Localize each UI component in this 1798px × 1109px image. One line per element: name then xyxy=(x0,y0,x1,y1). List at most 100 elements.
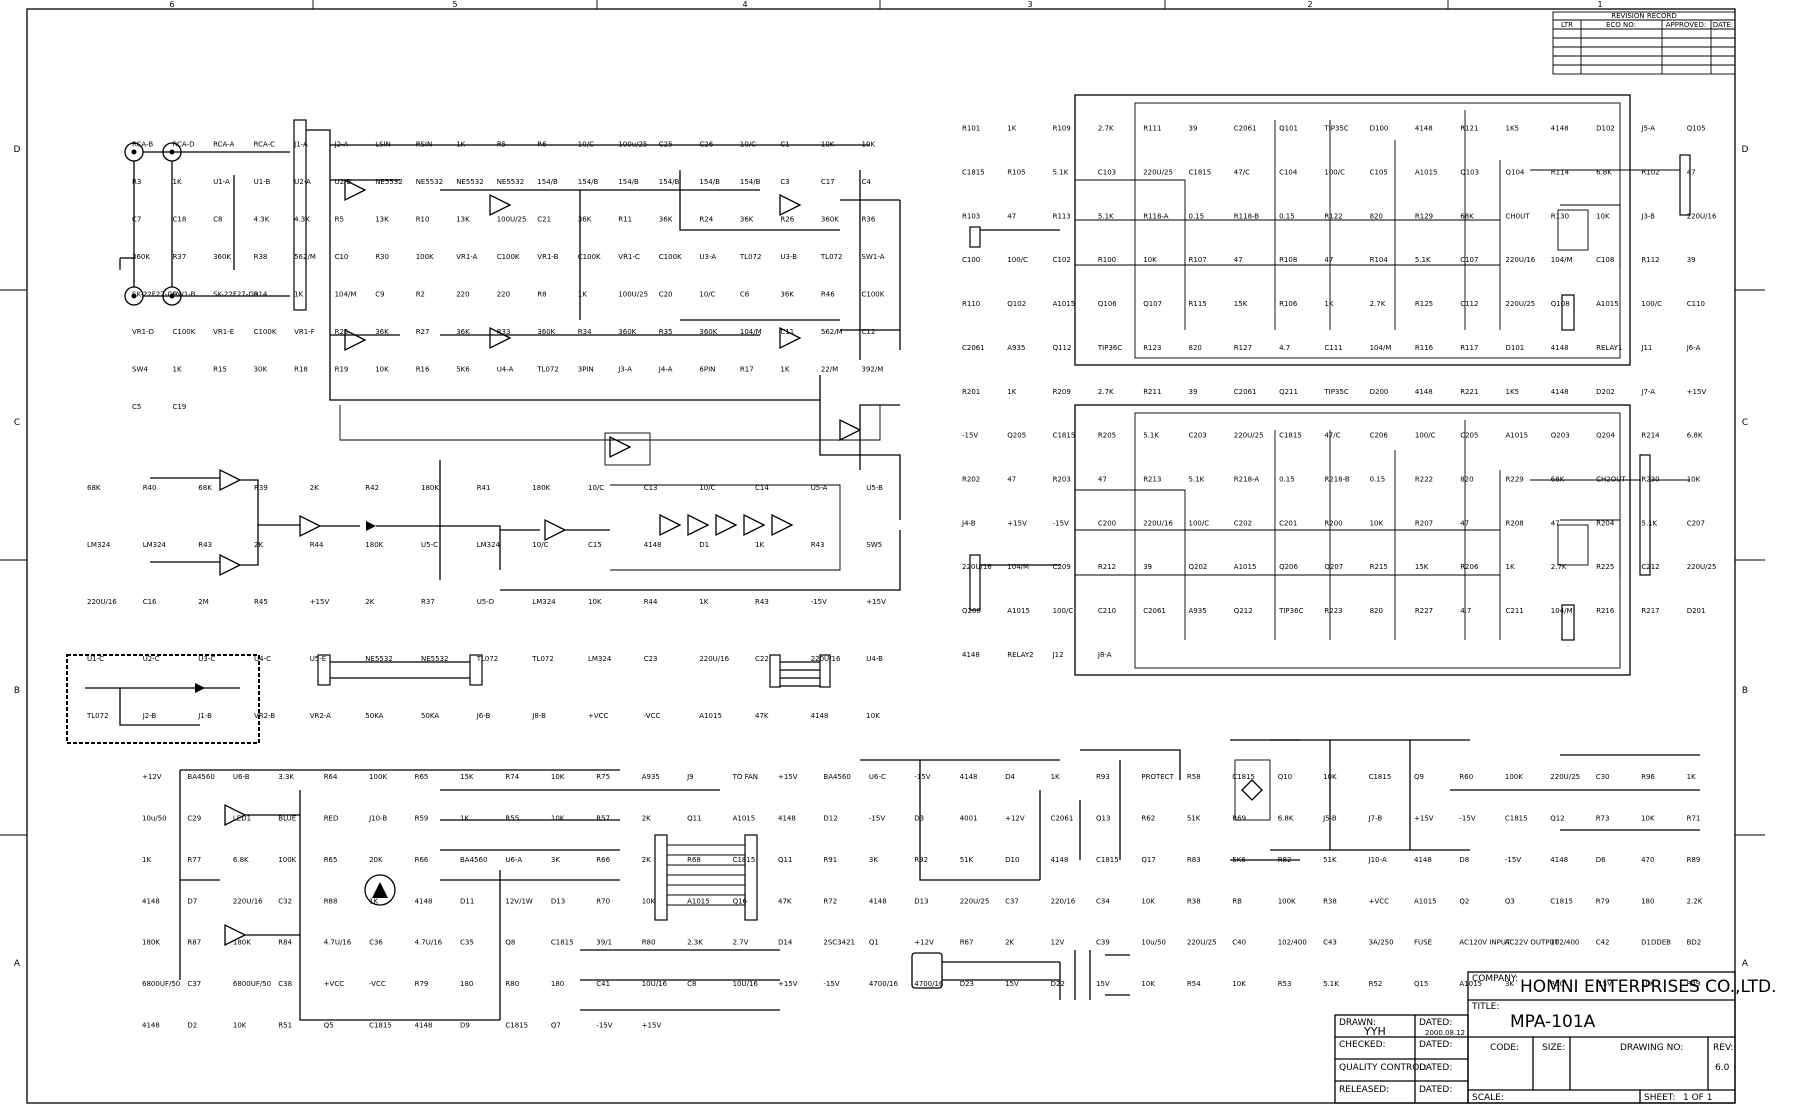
component-label: Q5 xyxy=(324,1022,334,1030)
component-label: R24 xyxy=(699,215,713,223)
component-label: 47 xyxy=(1098,476,1107,484)
component-label: 220U/25 xyxy=(1234,432,1264,440)
component-label: TIP35C xyxy=(1323,388,1348,396)
component-label: +15V xyxy=(310,598,330,606)
component-label: C3 xyxy=(780,178,789,186)
dated-value: 2000.08.12 xyxy=(1425,1029,1465,1037)
component-label: 0.15 xyxy=(1279,476,1295,484)
component-label: J3-B xyxy=(1640,212,1655,220)
component-label: C36 xyxy=(369,939,383,947)
component-label: C1815 xyxy=(1053,432,1076,440)
component-label: 47K xyxy=(778,897,792,905)
component-label: A1015 xyxy=(1234,563,1257,571)
component-label: R214 xyxy=(1641,432,1660,440)
component-label: C200 xyxy=(1098,519,1116,527)
component-label: 2.3K xyxy=(687,939,703,947)
component-label: 100/C xyxy=(1324,169,1345,177)
component-label: 4148 xyxy=(869,897,887,905)
component-label: Q108 xyxy=(1551,300,1570,308)
component-label: R216 xyxy=(1596,607,1615,615)
component-label: R113 xyxy=(1053,212,1071,220)
component-label: R33 xyxy=(497,328,511,336)
component-label: 820 xyxy=(1460,476,1473,484)
component-label: 100/C xyxy=(1641,300,1662,308)
component-label: 220U/25 xyxy=(1187,939,1217,947)
component-label: 154/B xyxy=(740,178,761,186)
zone-column-2: 2 xyxy=(1307,0,1312,9)
component-label: D6 xyxy=(1596,856,1606,864)
component-label: 1K xyxy=(780,365,789,373)
component-label: Q7 xyxy=(551,1022,561,1030)
component-label: R74 xyxy=(505,773,519,781)
component-label: R54 xyxy=(1187,980,1201,988)
component-label: Q2 xyxy=(1459,897,1469,905)
component-label: 4148 xyxy=(142,897,160,905)
component-label: 10U/16 xyxy=(642,980,668,988)
component-label: 2.7V xyxy=(733,939,749,947)
component-label: C2061 xyxy=(1143,607,1166,615)
component-label: VR1-A xyxy=(456,253,477,261)
protection-circuit xyxy=(179,769,780,1021)
component-label: 180 xyxy=(551,980,564,988)
component-label: 68K xyxy=(198,484,212,492)
component-label: R16 xyxy=(416,365,430,373)
component-label: +12V xyxy=(142,773,162,781)
component-label: C6 xyxy=(740,290,750,298)
component-label: A1015 xyxy=(1414,897,1437,905)
component-label: R106 xyxy=(1279,300,1298,308)
component-label: R209 xyxy=(1053,388,1071,396)
component-label: 100K xyxy=(278,856,296,864)
drawing-title: MPA-101A xyxy=(1510,1012,1596,1032)
component-label: -15V xyxy=(1459,814,1475,822)
component-label: 10K xyxy=(1641,814,1655,822)
component-label: R125 xyxy=(1415,300,1433,308)
component-label: VR1-F xyxy=(294,328,315,336)
component-label: NE5532 xyxy=(416,178,443,186)
component-label: 39/1 xyxy=(596,939,612,947)
component-label: 10u/50 xyxy=(142,814,167,822)
component-label: 6800UF/50 xyxy=(233,980,271,988)
component-label: LM324 xyxy=(532,598,556,606)
component-label: R202 xyxy=(962,476,980,484)
component-label: D22 xyxy=(1051,980,1065,988)
component-label: C8 xyxy=(213,215,222,223)
component-label: C203 xyxy=(1189,432,1207,440)
component-label: D200 xyxy=(1370,388,1389,396)
component-label: C2061 xyxy=(1234,125,1257,133)
component-label: 4.3K xyxy=(294,215,310,223)
component-label: R87 xyxy=(187,939,201,947)
component-label: U3-C xyxy=(198,655,215,663)
scale-label: SCALE: xyxy=(1472,1093,1504,1103)
component-label: R14 xyxy=(254,290,268,298)
component-label: A935 xyxy=(1007,344,1025,352)
component-label: 10/C xyxy=(740,140,756,148)
component-label: 392/M xyxy=(862,365,884,373)
component-label: 220U/25 xyxy=(1143,169,1173,177)
component-label: 15K xyxy=(1234,300,1248,308)
component-label: D23 xyxy=(960,980,974,988)
component-label: A1015 xyxy=(1007,607,1030,615)
component-label: C110 xyxy=(1687,300,1705,308)
component-label: 3PIN xyxy=(578,365,594,373)
dated-label-1: DATED: xyxy=(1419,1018,1452,1028)
component-label: 1K xyxy=(142,856,151,864)
component-label: 1K xyxy=(1506,563,1515,571)
component-label: R38 xyxy=(1323,897,1337,905)
component-label: -15V xyxy=(1505,856,1521,864)
component-label: R130 xyxy=(1551,212,1569,220)
component-label: 5.1K xyxy=(1323,980,1339,988)
component-label: C100K xyxy=(497,253,520,261)
component-label: LM324 xyxy=(87,541,111,549)
component-label: +15V xyxy=(1687,388,1707,396)
component-label: 220U/16 xyxy=(811,655,841,663)
component-label: 2K xyxy=(365,598,374,606)
component-label: 562/M xyxy=(294,253,316,261)
component-label: 12V/1W xyxy=(505,897,533,905)
component-label: 180K xyxy=(142,939,160,947)
component-label: R123 xyxy=(1143,344,1161,352)
component-label: 5.1K xyxy=(1143,432,1159,440)
component-label: 102/400 xyxy=(1550,939,1579,947)
component-label: C40 xyxy=(1232,939,1246,947)
component-label: 1K xyxy=(460,814,469,822)
component-label: R103 xyxy=(962,212,980,220)
